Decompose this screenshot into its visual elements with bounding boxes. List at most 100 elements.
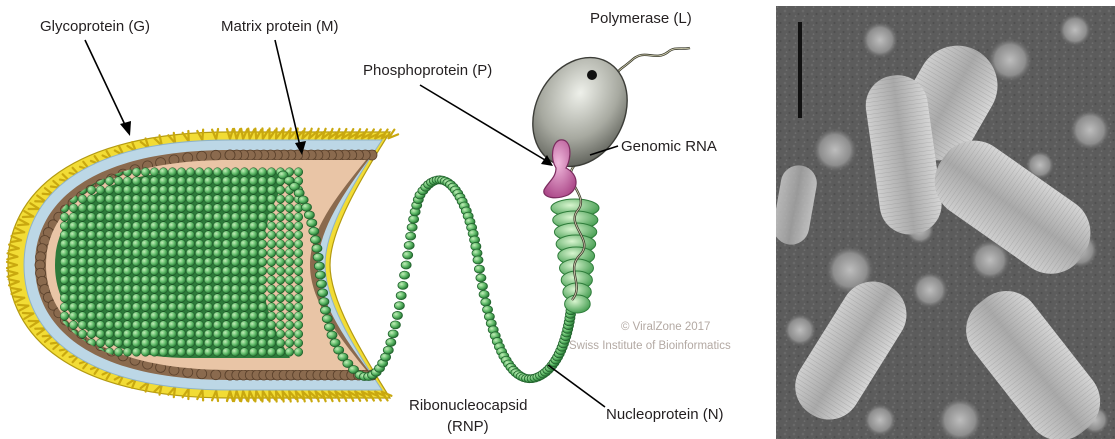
rnp-bead [322,315,332,323]
genomic-rna-label: Genomic RNA [621,138,717,155]
nucleocapsid-core-bead [249,348,258,357]
nucleocapsid-core-bead [123,303,132,312]
nucleocapsid-core-bead [276,348,285,357]
nucleocapsid-core-bead [141,240,150,249]
nucleocapsid-core-bead [285,213,294,222]
nucleocapsid-core-bead [213,249,222,258]
nucleocapsid-core-bead [285,330,294,339]
nucleocapsid-core-bead [177,348,186,357]
nucleocapsid-core-bead [267,249,276,258]
nucleocapsid-core-bead [231,276,240,285]
nucleocapsid-core-bead [114,213,123,222]
nucleocapsid-core-bead [159,222,168,231]
nucleocapsid-core-bead [213,204,222,213]
nucleocapsid-core-bead [87,321,96,330]
nucleocapsid-core-bead [105,339,114,348]
nucleocapsid-core-bead [276,276,285,285]
nucleocapsid-core-bead [231,186,240,195]
nucleocapsid-core-bead [258,240,267,249]
nucleocapsid-core-bead [105,204,114,213]
nucleocapsid-core-bead [195,168,204,177]
nucleocapsid-core-bead [150,195,159,204]
nucleocapsid-core-bead [96,231,105,240]
nucleocapsid-core-bead [150,177,159,186]
nucleocapsid-core-bead [249,267,258,276]
nucleocapsid-core-bead [186,276,195,285]
nucleocapsid-core-bead [87,258,96,267]
nucleocapsid-core-bead [168,312,177,321]
nucleocapsid-core-bead [285,222,294,231]
nucleocapsid-core-bead [78,294,87,303]
nucleocapsid-core-bead [105,321,114,330]
nucleocapsid-core-bead [168,321,177,330]
rnp-bead [316,280,326,288]
nucleocapsid-core-bead [276,294,285,303]
nucleocapsid-core-bead [78,195,87,204]
nucleocapsid-core-bead [105,267,114,276]
nucleocapsid-core-bead [159,258,168,267]
nucleocapsid-core-bead [258,168,267,177]
nucleocapsid-core-bead [123,330,132,339]
nucleocapsid-core-bead [177,294,186,303]
nucleocapsid-core-bead [195,222,204,231]
nucleocapsid-core-bead [204,276,213,285]
nucleocapsid-core-bead [285,267,294,276]
nucleocapsid-core-bead [159,285,168,294]
nucleocapsid-core-bead [87,294,96,303]
nucleocapsid-core-bead [141,186,150,195]
nucleocapsid-core-bead [195,249,204,258]
nucleocapsid-core-bead [204,285,213,294]
nucleocapsid-core-bead [240,276,249,285]
nucleocapsid-core-bead [204,213,213,222]
virion [7,128,398,401]
nucleocapsid-core-bead [105,231,114,240]
nucleocapsid-core-bead [78,312,87,321]
nucleocapsid-core-bead [168,276,177,285]
nucleocapsid-core-bead [78,330,87,339]
nucleocapsid-core-bead [141,168,150,177]
nucleocapsid-core-bead [105,285,114,294]
nucleocapsid-core-bead [204,240,213,249]
nucleocapsid-core-bead [258,231,267,240]
nucleocapsid-core-bead [240,177,249,186]
nucleocapsid-core-bead [132,285,141,294]
nucleocapsid-core-bead [204,312,213,321]
nucleocapsid-core-bead [69,231,78,240]
nucleocapsid-core-bead [186,285,195,294]
nucleocapsid-core-bead [141,321,150,330]
nucleocapsid-core-bead [204,195,213,204]
matrix-bead [183,367,193,377]
nucleocapsid-core-bead [222,276,231,285]
nucleocapsid-core-bead [132,240,141,249]
nucleocapsid-core-bead [285,204,294,213]
nucleocapsid-core-bead [204,177,213,186]
phosphoprotein-arrow [420,85,545,160]
nucleocapsid-core-bead [96,267,105,276]
nucleocapsid-core-bead [177,222,186,231]
nucleocapsid-core-bead [195,258,204,267]
nucleocapsid-core-bead [150,168,159,177]
nucleocapsid-core-bead [222,204,231,213]
nucleocapsid-core-bead [132,195,141,204]
nucleocapsid-core-bead [285,303,294,312]
rnp-bead [313,253,323,261]
nucleocapsid-core-bead [258,303,267,312]
nucleocapsid-core-bead [69,222,78,231]
nucleocapsid-core-bead [168,168,177,177]
nucleocapsid-core-bead [195,240,204,249]
nucleocapsid-core-bead [240,285,249,294]
matrix-arrow [275,40,300,146]
nucleocapsid-core-bead [105,195,114,204]
rnp-bead [319,298,329,306]
rnp-bead [390,321,400,329]
nucleocapsid-core-bead [150,330,159,339]
rnp-bead [403,251,413,259]
nucleocapsid-core-bead [78,249,87,258]
nucleocapsid-core-bead [87,249,96,258]
nucleocapsid-core-bead [285,348,294,357]
rnp-bead [406,232,416,240]
nucleocapsid-core-bead [267,222,276,231]
nucleocapsid-core-bead [123,258,132,267]
nucleocapsid-core-bead [276,285,285,294]
nucleocapsid-core-bead [168,204,177,213]
